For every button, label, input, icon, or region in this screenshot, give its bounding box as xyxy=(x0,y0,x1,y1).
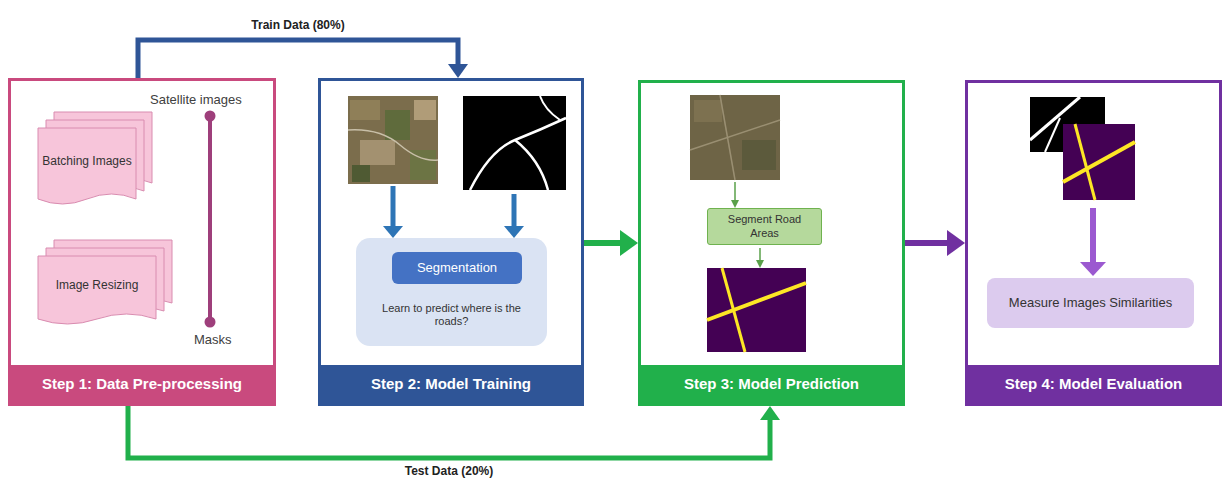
connector-line xyxy=(138,40,458,78)
box-text: Segment Road Areas xyxy=(714,213,815,239)
text-area: Image Resizing xyxy=(42,258,152,313)
satellite-image xyxy=(348,96,438,184)
image-ground xyxy=(348,96,438,184)
step-title: Step 2: Model Training xyxy=(321,375,581,393)
arrow-shaft xyxy=(734,182,736,201)
step-panel: Step 2: Model Training Learn to predict w… xyxy=(318,78,584,406)
process-text: Image Resizing xyxy=(42,278,152,292)
link-dot xyxy=(205,317,216,328)
box-text: Learn to predict where is the roads? xyxy=(368,302,535,328)
field-patch xyxy=(694,100,722,122)
text-area: Measure Images Similarities xyxy=(997,282,1184,324)
field-patch xyxy=(352,165,370,182)
box-text: Measure Images Similarities xyxy=(997,295,1184,311)
down-arrow xyxy=(383,186,524,238)
text-area: Learn to predict where is the roads? xyxy=(368,292,535,338)
arrow-head xyxy=(947,230,965,256)
road-trace xyxy=(690,120,780,150)
predicted-road xyxy=(1063,142,1135,182)
process-box: Segment Road Areas xyxy=(707,208,822,245)
arrow-shaft xyxy=(759,248,761,261)
text-area: Segment Road Areas xyxy=(714,211,815,242)
arrow-head xyxy=(731,200,739,208)
step-title: Step 4: Model Evaluation xyxy=(968,375,1219,393)
road-mask-line xyxy=(515,140,548,190)
road-trace xyxy=(720,95,735,180)
arrow-shaft xyxy=(512,194,517,226)
document-stack: Batching Images xyxy=(38,112,152,205)
connector-line xyxy=(128,406,770,458)
road-trace xyxy=(348,130,438,160)
flow-connector xyxy=(138,40,468,78)
mask-image xyxy=(463,96,566,190)
image-ground xyxy=(463,96,566,190)
document-stack: Image Resizing xyxy=(38,240,172,325)
edge-label: Train Data (80%) xyxy=(248,18,347,32)
flow-connector xyxy=(905,230,965,256)
step-panel: Step 4: Model Evaluation Measure Images S… xyxy=(965,80,1222,406)
field-patch xyxy=(414,100,436,120)
field-patch xyxy=(742,140,776,170)
box-text: Segmentation xyxy=(398,260,516,276)
road-mask-line xyxy=(470,118,566,190)
predicted-road xyxy=(707,283,806,320)
arrow-head xyxy=(383,226,403,238)
arrow-head xyxy=(448,64,468,78)
road-mask-line xyxy=(1045,118,1060,152)
compare-images xyxy=(1030,97,1135,200)
connector-line xyxy=(584,240,621,246)
step-footer: Step 1: Data Pre-processing xyxy=(11,365,273,403)
arrow-shaft xyxy=(1090,208,1096,262)
rounded-box: Learn to predict where is the roads? Segm… xyxy=(356,238,547,346)
arrow-head xyxy=(504,226,524,238)
annotation-label: Masks xyxy=(194,332,232,347)
image-ground xyxy=(1063,124,1135,200)
image-ground xyxy=(690,95,780,180)
process-box: Segmentation xyxy=(392,252,522,284)
process-text: Batching Images xyxy=(42,154,132,168)
step-footer: Step 2: Model Training xyxy=(321,365,581,403)
image-ground xyxy=(707,268,806,352)
arrow-shaft xyxy=(391,186,396,226)
step-title: Step 3: Model Prediction xyxy=(641,375,902,393)
predicted-road xyxy=(722,268,745,352)
prediction-image xyxy=(707,268,806,352)
text-area: Segmentation xyxy=(398,254,516,282)
step-panel: Step 1: Data Pre-processing Batching Imag… xyxy=(8,78,276,406)
arrow-head xyxy=(760,406,780,420)
field-patch xyxy=(360,140,395,165)
step-footer: Step 3: Model Prediction xyxy=(641,365,902,403)
link-dot xyxy=(205,111,216,122)
arrow-head xyxy=(1080,262,1106,276)
arrow-head xyxy=(756,260,764,268)
annotation-label: Satellite images xyxy=(150,92,242,107)
flow-connector xyxy=(584,230,638,256)
flow-connector xyxy=(128,406,780,458)
step-footer: Step 4: Model Evaluation xyxy=(968,365,1219,403)
link-line xyxy=(208,116,212,322)
arrow-head xyxy=(620,230,638,256)
step-panel: Step 3: Model Prediction Segment Road Are… xyxy=(638,80,905,406)
predicted-road xyxy=(1075,124,1095,200)
connector-line xyxy=(905,240,948,246)
road-mask-line xyxy=(540,96,560,120)
field-patch xyxy=(385,110,410,140)
down-arrow xyxy=(1080,208,1106,276)
rounded-box: Measure Images Similarities xyxy=(987,278,1194,328)
document-page xyxy=(38,256,156,324)
document-page xyxy=(38,128,136,204)
text-area: Batching Images xyxy=(42,130,132,193)
image-mask-link xyxy=(205,111,216,328)
edge-label: Test Data (20%) xyxy=(402,464,496,478)
field-patch xyxy=(350,100,380,120)
step-title: Step 1: Data Pre-processing xyxy=(11,375,273,393)
test-satellite-image xyxy=(690,95,780,180)
